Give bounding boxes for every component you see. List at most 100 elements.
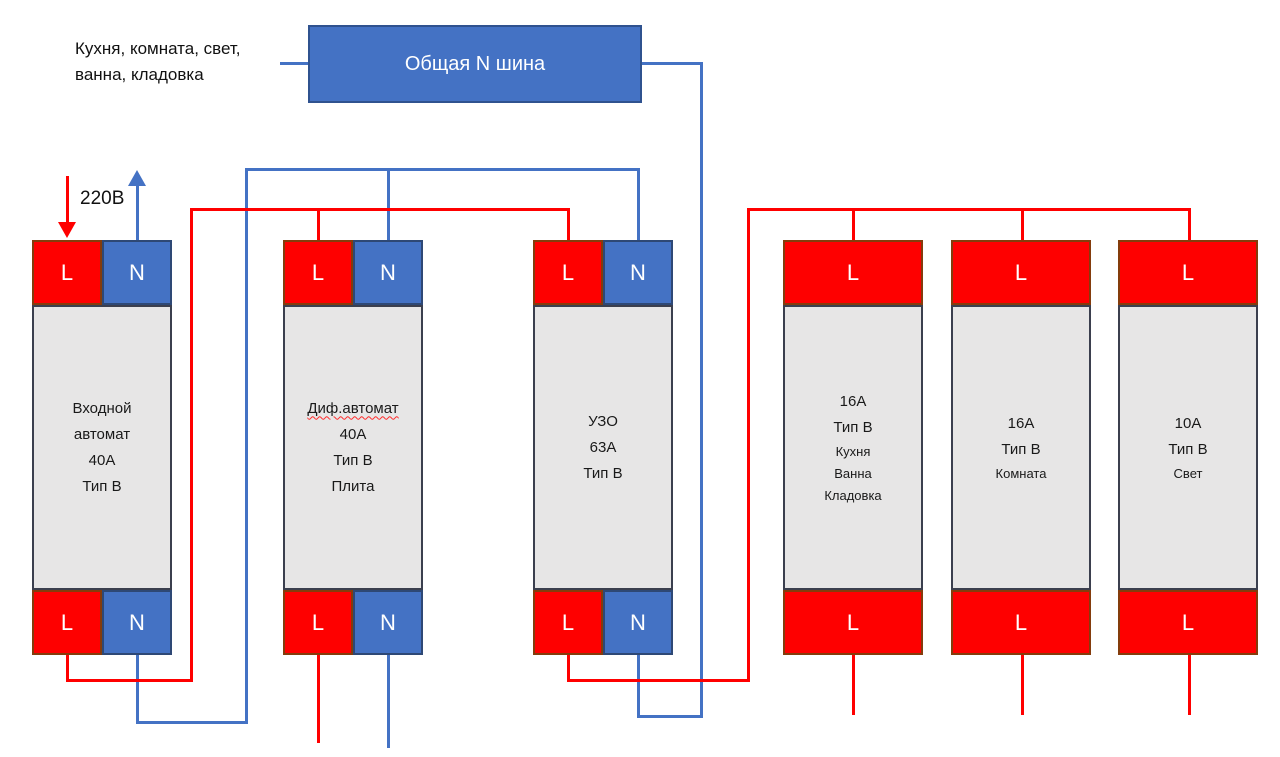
breaker-input-bottom-terminals: L N: [32, 590, 172, 655]
wire-l-input-return-horizontal: [66, 679, 193, 682]
terminal-l-label: L: [1181, 609, 1195, 635]
arrow-down-icon: [58, 222, 76, 238]
wire-n-drop-rcd: [637, 168, 640, 240]
wire-n-rail-horizontal: [245, 168, 640, 171]
wire-n-rcd-return-horizontal: [637, 715, 703, 718]
terminal-l-label: L: [311, 259, 325, 285]
wire-l-rcd-return-horizontal: [567, 679, 750, 682]
terminal-n-bottom: N: [603, 590, 673, 655]
terminal-n-label: N: [380, 609, 396, 635]
breaker-label-line: 16А: [1007, 414, 1035, 432]
breaker-label-line: Комната: [995, 465, 1047, 481]
wire-n-bus-down-vertical: [700, 62, 703, 718]
breaker-rcd-bottom-terminals: L N: [533, 590, 673, 655]
breaker-label-line: 16А: [839, 392, 867, 410]
breaker-light-body: 10А Тип В Свет: [1118, 305, 1258, 590]
voltage-label: 220В: [80, 188, 125, 209]
breaker-room: L 16А Тип В Комната L: [951, 240, 1091, 655]
breaker-label-line: 63А: [589, 438, 617, 456]
terminal-l-bottom: L: [533, 590, 603, 655]
terminal-l-top: L: [1118, 240, 1258, 305]
terminal-n-top: N: [353, 240, 423, 305]
terminal-l-bottom: L: [951, 590, 1091, 655]
breaker-kitchen-bath-storage: L 16А Тип В Кухня Ванна Кладовка L: [783, 240, 923, 655]
terminal-n-top: N: [102, 240, 172, 305]
wire-l-drop-breaker-light: [1188, 208, 1191, 242]
wire-n-input-return-horizontal: [136, 721, 248, 724]
breaker-label-line: 40А: [88, 451, 116, 469]
feeder-note: Кухня, комната, свет, ванна, кладовка: [75, 36, 241, 88]
breaker-label-line: Свет: [1173, 465, 1203, 481]
terminal-l-top: L: [283, 240, 353, 305]
breaker-diff-top-terminals: L N: [283, 240, 423, 305]
breaker-label-line: Плита: [331, 477, 375, 495]
breaker-room-bottom-terminal: L: [951, 590, 1091, 655]
breaker-label-line: Тип В: [82, 477, 122, 495]
breaker-rcd-body: УЗО 63А Тип В: [533, 305, 673, 590]
wire-l-drop-diff-breaker: [317, 208, 320, 240]
wire-l-drop-breaker-room: [1021, 208, 1024, 242]
breaker-input: L N Входной автомат 40А Тип В L N: [32, 240, 172, 655]
terminal-n-bottom: N: [353, 590, 423, 655]
breaker-rcd: L N УЗО 63А Тип В L N: [533, 240, 673, 655]
terminal-l-label: L: [1014, 609, 1028, 635]
breaker-label-line: Тип В: [583, 464, 623, 482]
breaker-input-body: Входной автомат 40А Тип В: [32, 305, 172, 590]
breaker-input-top-terminals: L N: [32, 240, 172, 305]
breaker-diff-bottom-terminals: L N: [283, 590, 423, 655]
terminal-l-top: L: [951, 240, 1091, 305]
terminal-l-bottom: L: [283, 590, 353, 655]
breaker-kitchen-bottom-terminal: L: [783, 590, 923, 655]
breaker-kitchen-body: 16А Тип В Кухня Ванна Кладовка: [783, 305, 923, 590]
terminal-l-bottom: L: [783, 590, 923, 655]
breaker-label-line: Кухня: [835, 443, 871, 459]
wire-l-drop-breaker-kitchen: [852, 208, 855, 242]
terminal-n-top: N: [603, 240, 673, 305]
feeder-note-line2: ванна, кладовка: [75, 65, 204, 84]
terminal-n-bottom: N: [102, 590, 172, 655]
wire-l-stove-output-stub: [317, 655, 320, 743]
feeder-note-line1: Кухня, комната, свет,: [75, 39, 241, 58]
terminal-l-label: L: [60, 259, 74, 285]
breaker-label-line: УЗО: [588, 412, 618, 430]
terminal-l-label: L: [311, 609, 325, 635]
arrow-up-icon: [128, 170, 146, 186]
wire-l-input-return-vertical: [66, 655, 69, 682]
breaker-light-bottom-terminal: L: [1118, 590, 1258, 655]
breaker-label-line: 10А: [1174, 414, 1202, 432]
breaker-room-top-terminal: L: [951, 240, 1091, 305]
wire-l-room-output-stub: [1021, 655, 1024, 715]
breaker-label-line: Диф.автомат: [307, 399, 399, 417]
breaker-label-line: автомат: [73, 425, 131, 443]
breaker-label-line: 40А: [339, 425, 367, 443]
terminal-l-top: L: [533, 240, 603, 305]
breaker-rcd-top-terminals: L N: [533, 240, 673, 305]
wire-n-stove-output-stub: [387, 655, 390, 748]
terminal-n-label: N: [380, 259, 396, 285]
breaker-label-line: Тип В: [1001, 440, 1041, 458]
breaker-label-line: Ванна: [834, 465, 872, 481]
terminal-l-label: L: [1014, 259, 1028, 285]
breaker-label-line: Тип В: [833, 418, 873, 436]
breaker-label-line: Тип В: [1168, 440, 1208, 458]
wire-l-supply-arrow-shaft: [66, 176, 69, 224]
wire-n-supply-arrow-shaft: [136, 186, 139, 240]
terminal-l-label: L: [60, 609, 74, 635]
terminal-n-label: N: [129, 259, 145, 285]
terminal-l-top: L: [783, 240, 923, 305]
terminal-l-bottom: L: [32, 590, 102, 655]
terminal-l-label: L: [846, 609, 860, 635]
terminal-n-label: N: [630, 259, 646, 285]
wire-n-feeder-to-bus: [280, 62, 308, 65]
wire-l-kitchen-output-stub: [852, 655, 855, 715]
wire-n-input-return-vertical: [136, 655, 139, 724]
breaker-label-line: Кладовка: [824, 487, 882, 503]
wire-n-drop-diff-breaker: [387, 168, 390, 240]
breaker-diff-body: Диф.автомат 40А Тип В Плита: [283, 305, 423, 590]
wire-l-rail1-left-vertical: [190, 208, 193, 682]
terminal-l-label: L: [561, 259, 575, 285]
common-n-bus-label: Общая N шина: [404, 52, 546, 75]
wire-l-rail2-left-vertical: [747, 208, 750, 682]
terminal-n-label: N: [129, 609, 145, 635]
